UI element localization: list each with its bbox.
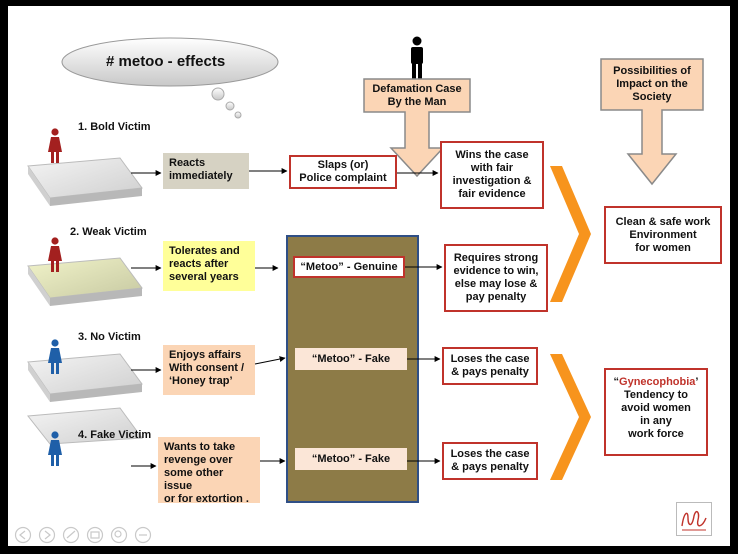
quote-close: ’ — [695, 376, 699, 388]
victim-label-3: 3. No Victim — [78, 331, 141, 343]
impact-highlight: Gynecophobia — [619, 376, 696, 388]
woman-icon — [48, 339, 62, 374]
title-cloud — [61, 37, 279, 119]
victim-tiles — [27, 157, 143, 445]
middle-box-2: “Metoo” - Genuine — [293, 256, 405, 278]
impact-negative-box: “Gynecophobia’ Tendency to avoid women i… — [604, 368, 708, 456]
impact-positive-box: Clean & safe work Environment for women — [604, 206, 722, 264]
quote-open: “ — [613, 376, 620, 388]
signature-logo — [676, 502, 712, 536]
outcome-box-3: Loses the case & pays penalty — [442, 347, 538, 385]
slide: # metoo - effects Defamation Case By the… — [8, 6, 730, 546]
outcome-box-4: Loses the case & pays penalty — [442, 442, 538, 480]
victim-label-1: 1. Bold Victim — [78, 121, 151, 133]
middle-box-4: “Metoo” - Fake — [295, 448, 407, 470]
chevron-upper — [550, 166, 591, 302]
possibilities-label: Possibilities of Impact on the Society — [613, 64, 691, 103]
page-title: # metoo - effects — [106, 53, 226, 70]
victim-label-4: 4. Fake Victim — [78, 429, 152, 441]
possibilities-callout-shape — [600, 58, 704, 186]
action-box-2: Tolerates and reacts after several years — [163, 241, 255, 291]
action-box-1: Reacts immediately — [163, 153, 249, 189]
slideshow-controls[interactable] — [14, 526, 174, 544]
woman-icon — [48, 431, 62, 466]
outcome-box-1: Wins the case with fair investigation & … — [440, 141, 544, 209]
victim-label-2: 2. Weak Victim — [70, 226, 147, 238]
impact-negative-text: Tendency to avoid women in any work forc… — [621, 389, 691, 440]
middle-box-3: “Metoo” - Fake — [295, 348, 407, 370]
woman-icon — [48, 237, 62, 272]
man-icon — [411, 36, 423, 80]
defamation-callout-shape — [363, 78, 471, 178]
action-box-3: Enjoys affairs With consent / ‘Honey tra… — [163, 345, 255, 395]
middle-box-1: Slaps (or) Police complaint — [289, 155, 397, 189]
defamation-label: Defamation Case By the Man — [372, 82, 462, 108]
chevron-lower — [550, 354, 591, 480]
outcome-box-2: Requires strong evidence to win, else ma… — [444, 244, 548, 312]
action-box-4: Wants to take revenge over some other is… — [158, 437, 260, 505]
woman-icon — [48, 128, 62, 163]
victim-tile-1 — [27, 157, 143, 206]
